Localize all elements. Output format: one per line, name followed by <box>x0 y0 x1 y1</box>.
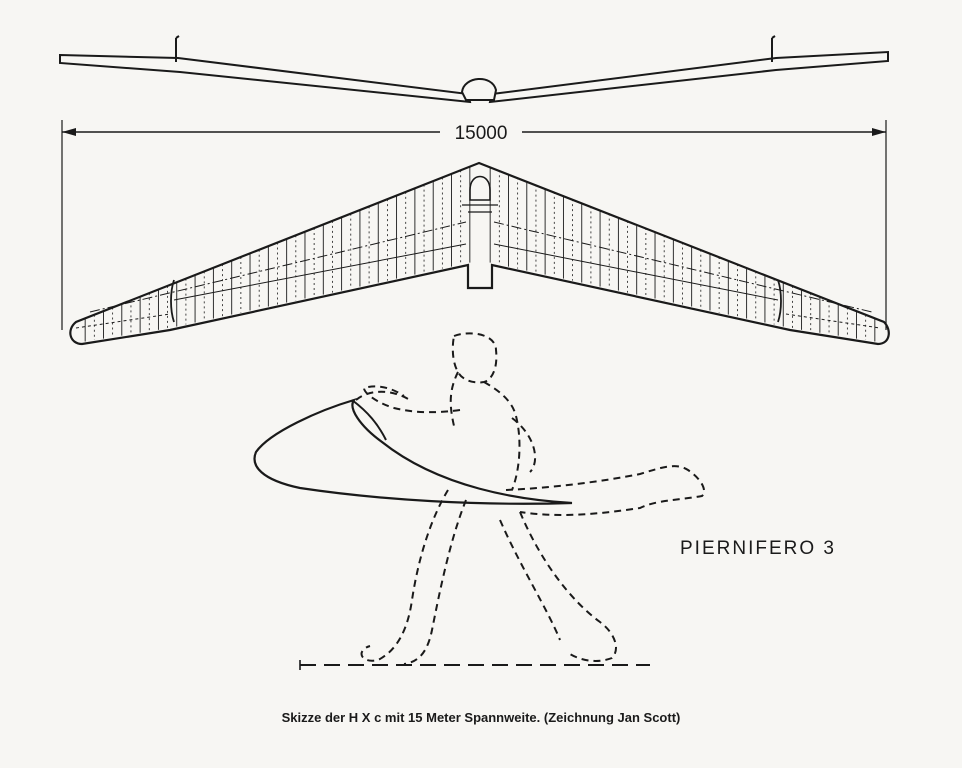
wing-ribs <box>84 166 876 342</box>
front-view <box>59 35 889 104</box>
span-label: 15000 <box>455 123 508 144</box>
plan-view <box>69 161 890 346</box>
model-name: PIERNIFERO 3 <box>680 538 836 559</box>
airfoil-section <box>253 398 573 505</box>
span-dimension: 15000 <box>61 120 887 330</box>
pilot-figure <box>355 332 706 665</box>
figure-caption: Skizze der H X c mit 15 Meter Spannweite… <box>281 710 681 725</box>
